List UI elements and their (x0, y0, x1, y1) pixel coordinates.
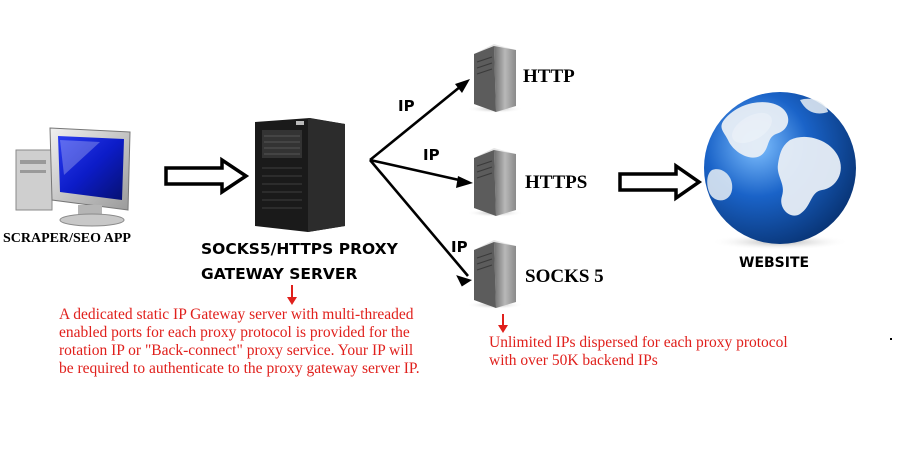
ip-label-https: IP (423, 146, 440, 164)
client-label: SCRAPER/SEO APP (3, 231, 131, 246)
ip-label-socks: IP (451, 238, 468, 256)
flow-arrow-proxy-to-website (618, 162, 703, 202)
computer-icon (15, 127, 131, 227)
https-label: HTTPS (525, 172, 588, 193)
gateway-note-line: A dedicated static IP Gateway server wit… (59, 306, 414, 323)
gateway-note: A dedicated static IP Gateway server wit… (59, 306, 420, 378)
backend-note-line: with over 50K backend IPs (489, 352, 658, 369)
backend-note: Unlimited IPs dispersed for each proxy p… (489, 334, 788, 370)
gateway-server-icon (255, 118, 345, 232)
socks5-label: SOCKS 5 (525, 266, 604, 287)
gateway-label: SOCKS5/HTTPS PROXY GATEWAY SERVER (201, 237, 398, 287)
http-label: HTTP (523, 66, 575, 87)
branch-arrowheads (455, 79, 473, 287)
gateway-label-line2: GATEWAY SERVER (201, 265, 358, 283)
gateway-label-line1: SOCKS5/HTTPS PROXY (201, 240, 398, 258)
website-label: WEBSITE (739, 255, 810, 271)
flow-arrow-client-to-gateway (164, 156, 250, 196)
note-pointer-arrows (287, 285, 508, 333)
branch-arrows (369, 80, 469, 277)
gateway-note-line: rotation IP or "Back-connect" proxy serv… (59, 342, 414, 359)
http-server-icon (467, 44, 523, 113)
socks5-server-icon (467, 240, 523, 309)
gateway-note-line: be required to authenticate to the proxy… (59, 360, 420, 377)
gateway-note-line: enabled ports for each proxy protocol is… (59, 324, 410, 341)
ip-label-http: IP (398, 97, 415, 115)
stray-dot (890, 338, 892, 340)
globe-icon (704, 92, 856, 250)
backend-note-line: Unlimited IPs dispersed for each proxy p… (489, 334, 788, 351)
https-server-icon (467, 148, 523, 217)
